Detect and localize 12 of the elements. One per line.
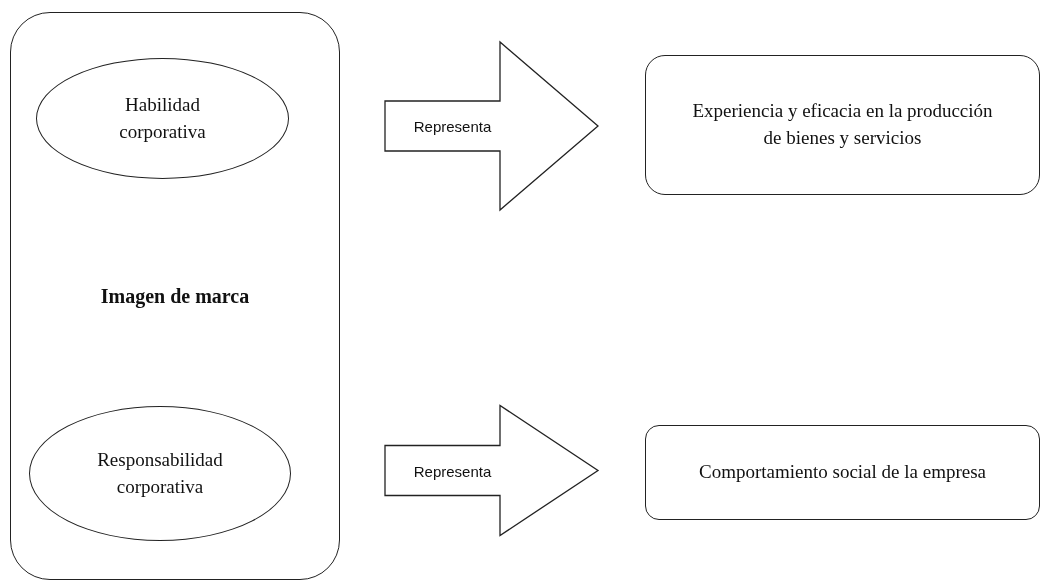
- edge-label: Representa: [413, 117, 492, 135]
- block-arrow: [384, 40, 599, 212]
- rounded-box: [10, 12, 340, 580]
- block-arrow: [384, 404, 600, 537]
- node-text: Responsabilidad corporativa: [96, 447, 224, 499]
- rounded-box: [645, 425, 1040, 520]
- node-text: Experiencia y eficacia en la producción de bienes y servicios: [691, 99, 994, 150]
- rounded-box: [645, 55, 1040, 195]
- node-text: Comportamiento social de la empresa: [698, 460, 987, 485]
- node-text: Imagen de marca: [99, 284, 251, 310]
- node-text: Habilidad corporativa: [118, 92, 207, 144]
- edge-label: Representa: [413, 462, 492, 479]
